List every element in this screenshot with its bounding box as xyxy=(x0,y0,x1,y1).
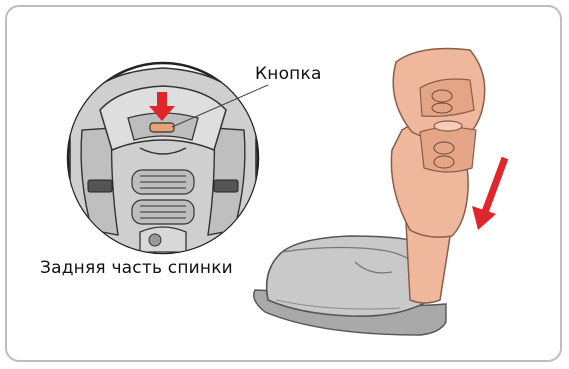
down-arrow-icon xyxy=(472,158,505,230)
release-button xyxy=(150,123,174,132)
magnified-detail xyxy=(68,63,268,260)
button-label: Кнопка xyxy=(255,64,322,84)
backrest-rear-label: Задняя часть спинки xyxy=(40,258,233,278)
